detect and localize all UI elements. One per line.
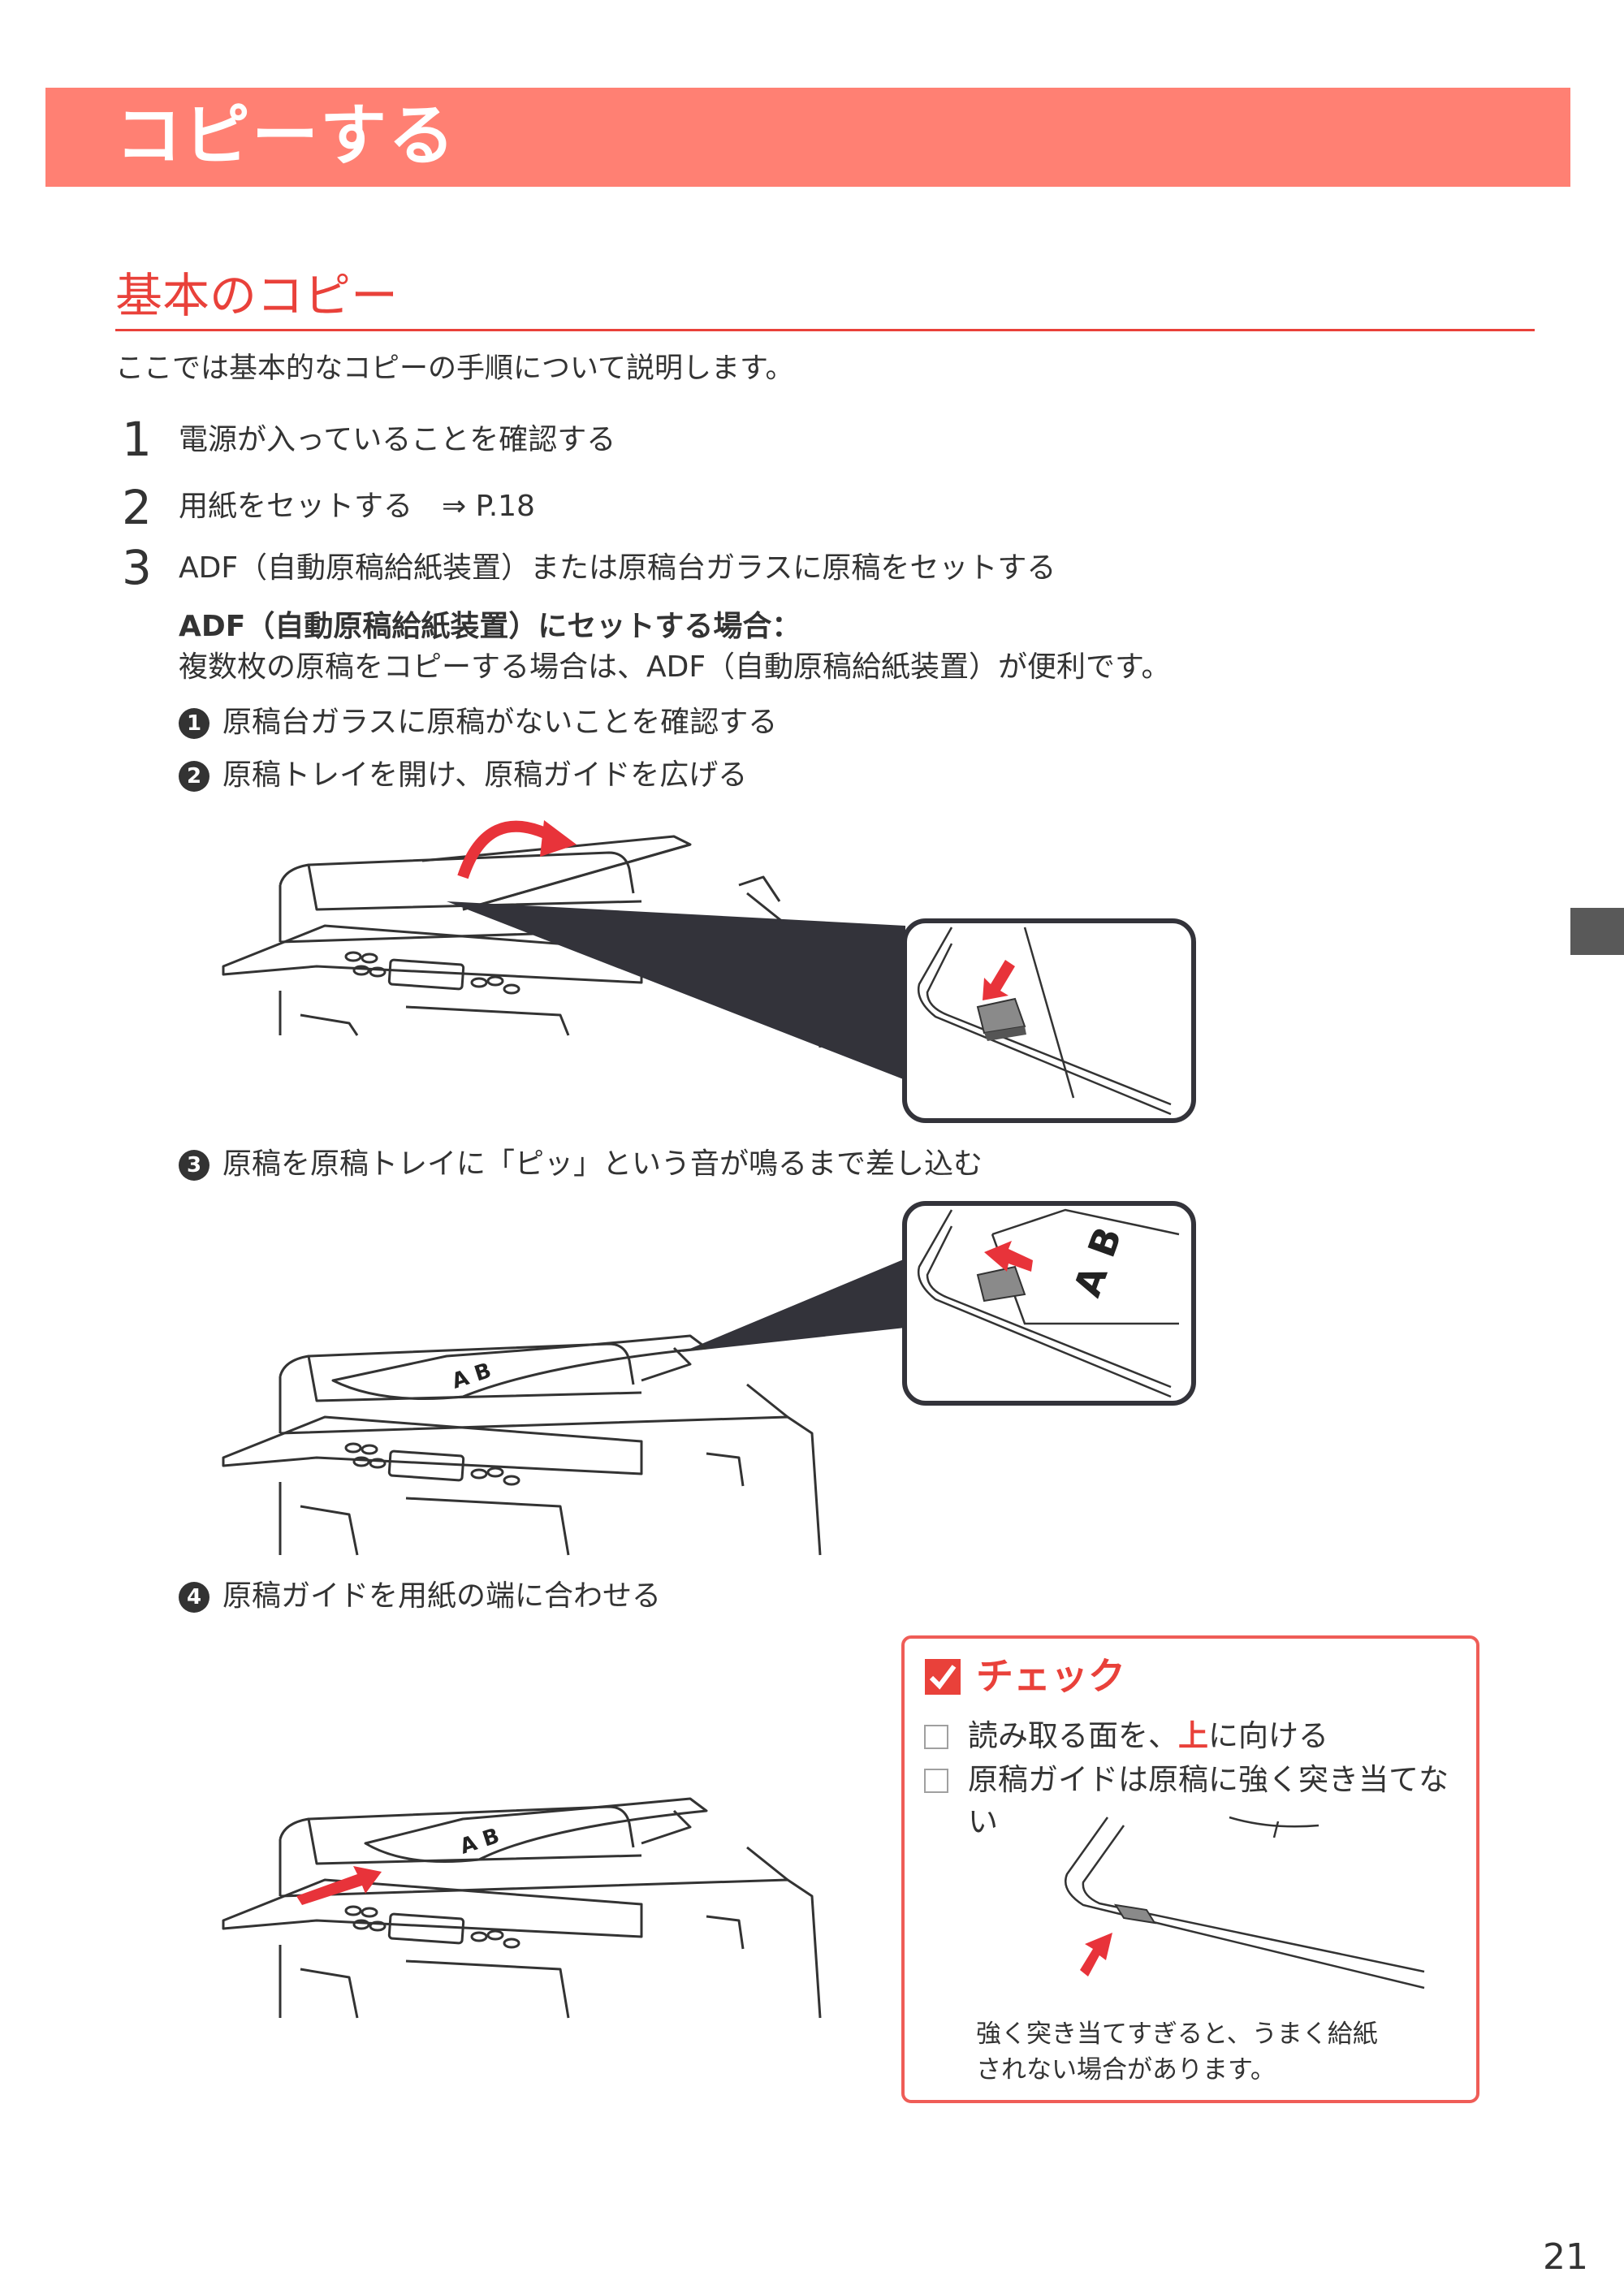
page-title: コピーする [115,97,457,175]
check-note-line-2: されない場合があります。 [976,2055,1276,2084]
check-item-guide: 原稿ガイドは原稿に強く突き当てない [968,1762,1449,1839]
printer-illustration-insert-document: A B [222,1259,905,1556]
substep-number-4: 4 [179,1582,209,1613]
substep-number-2: 2 [179,761,209,792]
checkbox-icon [924,1725,948,1749]
step-text-2: 用紙をセットする ⇒ P.18 [179,490,535,523]
step-number-1: 1 [122,412,152,467]
substep-number-1: 1 [179,708,209,739]
zoom-callout-insert: A B [902,1201,1196,1406]
check-item-1-emphasis: 上 [1178,1718,1208,1753]
substep-text-3: 原稿を原稿トレイに「ピッ」という音が鳴るまで差し込む [222,1147,983,1181]
substep-text-2: 原稿トレイを開け、原稿ガイドを広げる [222,758,748,792]
adf-description: 複数枚の原稿をコピーする場合は、ADF（自動原稿給紙装置）が便利です。 [179,650,1171,684]
step-text-3: ADF（自動原稿給紙装置）または原稿台ガラスに原稿をセットする [179,551,1056,585]
check-item-face-up: 読み取る面を、上に向ける [968,1715,1328,1757]
check-item-1-suffix: に向ける [1208,1718,1328,1753]
section-divider [115,329,1535,331]
step-text-1: 電源が入っていることを確認する [179,423,616,456]
check-item-1-text: 読み取る面を、 [968,1718,1178,1753]
substep-text-1: 原稿台ガラスに原稿がないことを確認する [222,706,778,739]
checkmark-icon [925,1659,961,1695]
check-panel: チェック 読み取る面を、上に向ける 原稿ガイドは原稿に強く突き当てない 強く突き… [901,1635,1479,2103]
printer-illustration-align-guide: A B [222,1797,822,2019]
check-title: チェック [976,1654,1125,1698]
substep-number-3: 3 [179,1150,209,1181]
chapter-tab [1570,908,1624,955]
page-number: 21 [1543,2236,1588,2278]
check-note-line-1: 強く突き当てすぎると、うまく給紙 [976,2020,1378,2049]
header-band [45,88,1570,187]
step-number-2: 2 [122,480,152,535]
adf-heading: ADF（自動原稿給紙装置）にセットする場合： [179,610,801,643]
intro-text: ここでは基本的なコピーの手順について説明します。 [115,352,794,385]
zoom-callout-guide [902,918,1196,1123]
guide-closeup-illustration [1065,1816,1425,1989]
section-title: 基本のコピー [115,268,399,323]
substep-text-4: 原稿ガイドを用紙の端に合わせる [222,1579,662,1613]
document-label-small-2: A B [457,1824,503,1860]
checkbox-icon [924,1769,948,1793]
printer-illustration-open-tray [222,820,905,1080]
step-number-3: 3 [122,540,152,595]
